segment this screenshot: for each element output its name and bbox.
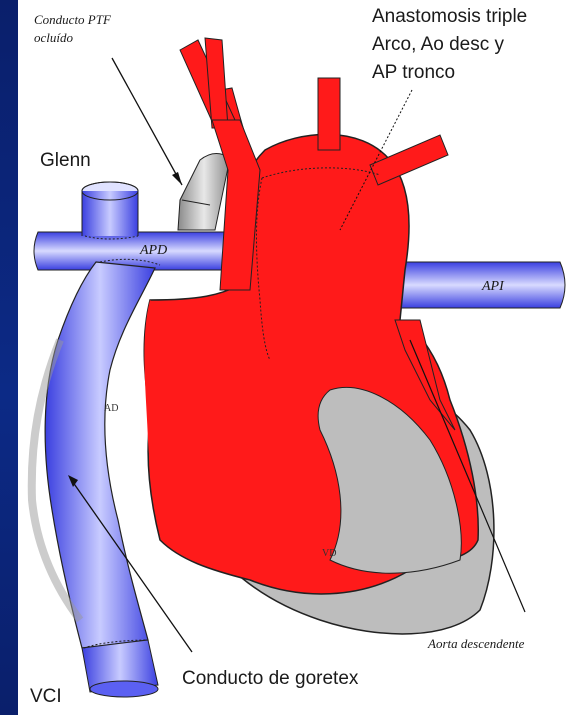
label-conducto-goretex: Conducto de goretex	[182, 668, 359, 689]
label-anastomosis-3: AP tronco	[372, 62, 455, 83]
label-conducto-ptf-1: Conducto PTF	[34, 12, 112, 27]
carotid-vessel	[318, 78, 340, 150]
label-api: API	[481, 279, 505, 294]
label-vci: VCI	[30, 686, 62, 707]
subclavian-vessel	[370, 135, 448, 185]
label-glenn: Glenn	[40, 150, 91, 171]
label-vd: VD	[322, 548, 336, 559]
pointer-conducto-ptf	[112, 58, 182, 185]
label-anastomosis-1: Anastomosis triple	[372, 6, 527, 27]
ptf-conduit	[178, 153, 230, 230]
label-aorta-descendente: Aorta descendente	[427, 636, 525, 651]
label-conducto-ptf-2: ocluído	[34, 30, 73, 45]
label-apd: APD	[139, 243, 167, 258]
label-anastomosis-2: Arco, Ao desc y	[372, 34, 505, 55]
label-ad: AD	[104, 403, 118, 414]
